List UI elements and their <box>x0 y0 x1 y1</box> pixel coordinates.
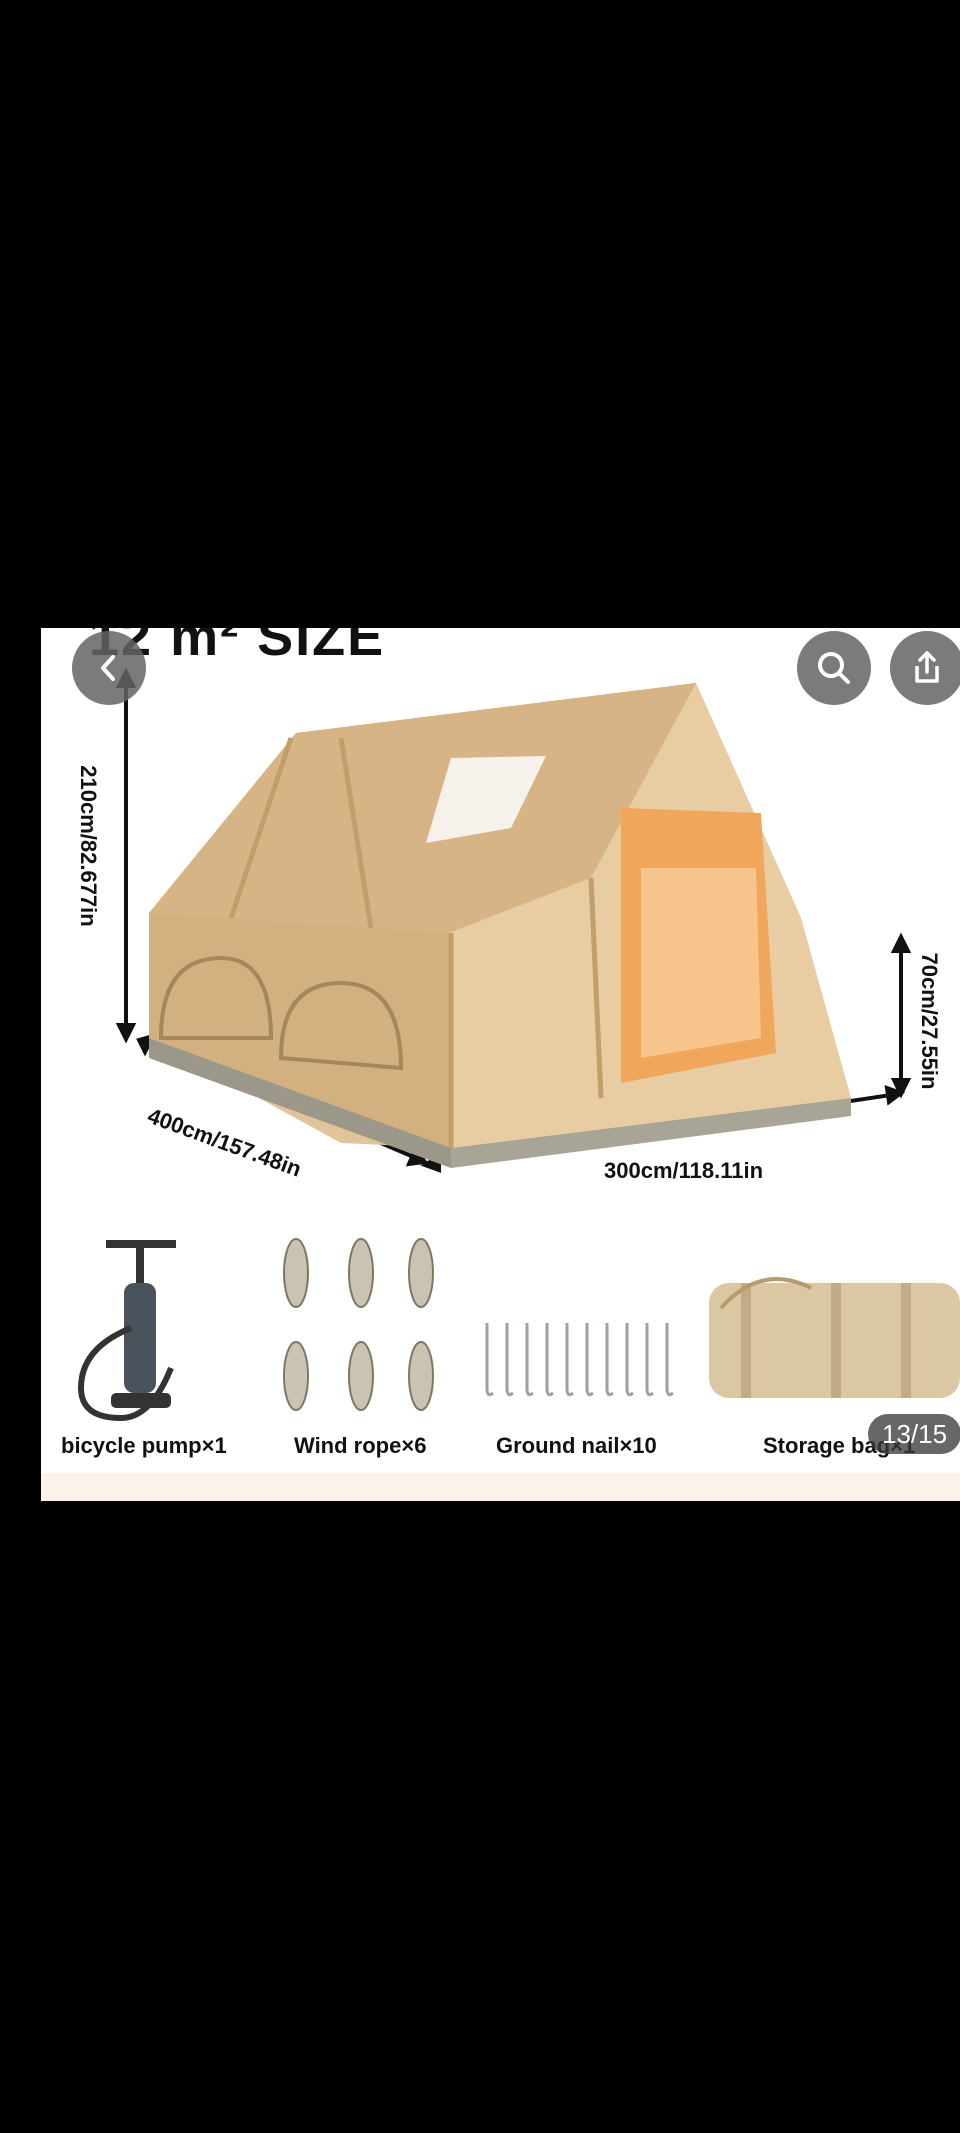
tent-illustration <box>77 667 960 1422</box>
search-button[interactable] <box>797 631 871 705</box>
pump-illustration <box>77 1240 176 1422</box>
dimension-height-right: 70cm/27.55in <box>917 952 942 1090</box>
dimension-width: 300cm/118.11in <box>604 1158 764 1183</box>
viewer-bottom-strip <box>41 1473 960 1501</box>
accessory-rope-label: Wind rope×6 <box>294 1433 427 1458</box>
product-image-viewer[interactable]: 12 m² SIZE <box>41 628 960 1501</box>
back-button[interactable] <box>72 631 146 705</box>
accessory-pump-label: bicycle pump×1 <box>61 1433 227 1458</box>
image-counter: 13/15 <box>868 1414 960 1454</box>
share-icon <box>915 651 939 683</box>
back-icon <box>101 655 115 681</box>
share-button[interactable] <box>890 631 960 705</box>
dimension-height-left: 210cm/82.677in <box>76 765 101 927</box>
search-icon <box>818 652 850 684</box>
accessory-nail-label: Ground nail×10 <box>496 1433 657 1458</box>
